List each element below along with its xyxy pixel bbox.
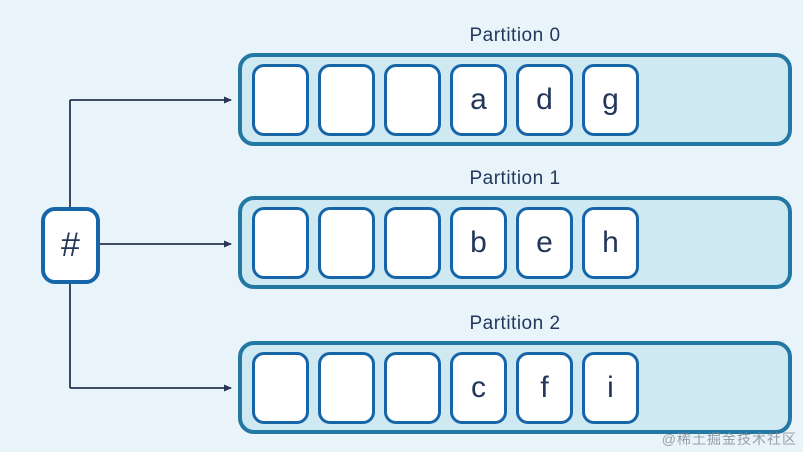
partition-cell (252, 63, 309, 136)
partition-cell (384, 63, 441, 136)
partition-1: Partition 1 b e h (238, 161, 792, 289)
partition-cell: g (582, 63, 639, 136)
partition-cell (384, 351, 441, 424)
partition-cell (384, 206, 441, 279)
partition-0: Partition 0 a d g (238, 18, 792, 146)
partition-0-box: a d g (238, 53, 792, 146)
partition-cell (318, 351, 375, 424)
partition-1-label: Partition 1 (469, 167, 561, 189)
partition-cell: h (582, 206, 639, 279)
partition-cell: a (450, 63, 507, 136)
partition-cell: i (582, 351, 639, 424)
partition-2: Partition 2 c f i (238, 306, 792, 434)
partition-cell: d (516, 63, 573, 136)
watermark-text: @稀土掘金技术社区 (661, 431, 797, 447)
partition-2-box: c f i (238, 341, 792, 434)
partition-cell (252, 351, 309, 424)
partition-0-label: Partition 0 (469, 24, 561, 46)
hash-node-label: # (61, 226, 80, 264)
hash-source-node: # (41, 207, 100, 284)
partition-1-box: b e h (238, 196, 792, 289)
partition-cell (318, 206, 375, 279)
partition-2-label: Partition 2 (469, 312, 561, 334)
partition-cell (252, 206, 309, 279)
partition-cell: b (450, 206, 507, 279)
partition-cell: e (516, 206, 573, 279)
partition-cell: c (450, 351, 507, 424)
partition-cell: f (516, 351, 573, 424)
partition-cell (318, 63, 375, 136)
